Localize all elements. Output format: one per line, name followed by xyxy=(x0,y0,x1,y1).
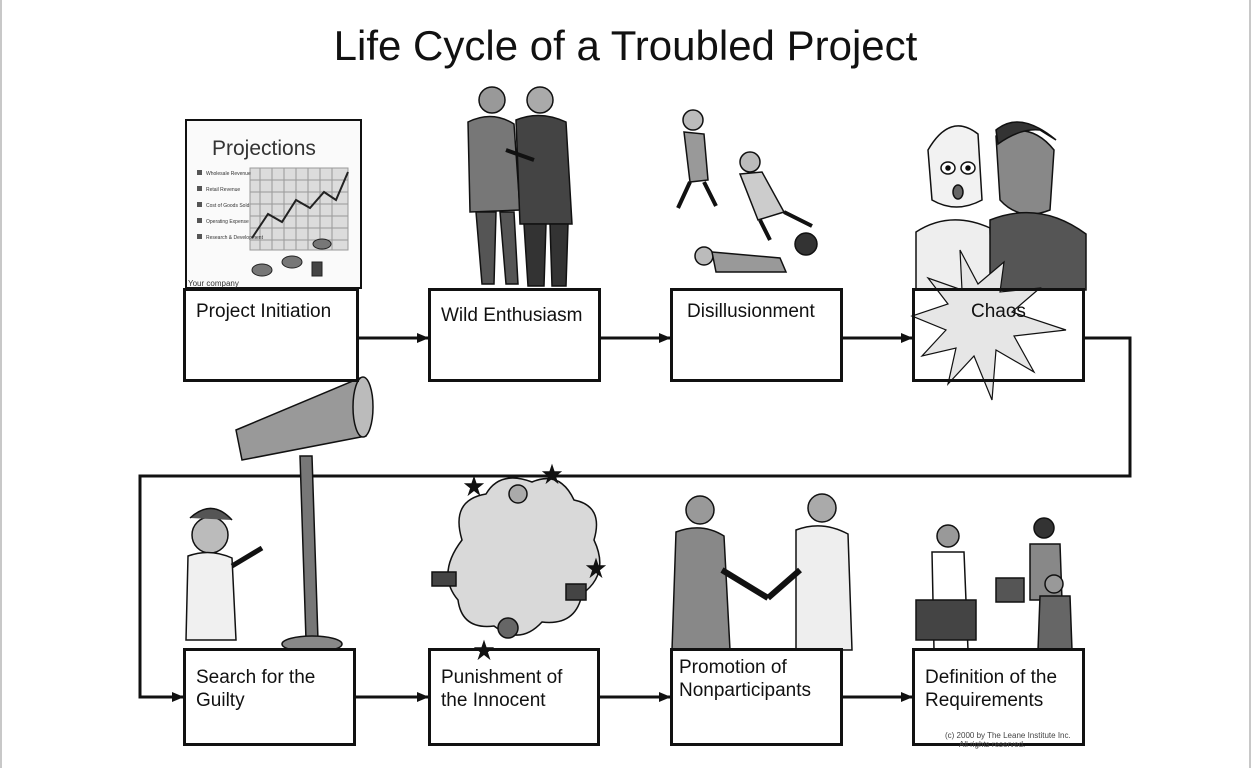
office-workers-icon xyxy=(915,517,1073,651)
stage-wild-enthusiasm: Wild Enthusiasm xyxy=(428,288,601,382)
stage-punishment-of-the-innocent: Punishment of the Innocent xyxy=(428,648,600,746)
fight-cloud-icon xyxy=(431,463,607,661)
two-businessmen-walking-icon xyxy=(467,86,573,287)
projections-heading: Projections xyxy=(212,137,316,160)
megaphone-shouting-icon xyxy=(185,376,374,653)
copyright-line-2: All rights reserved. xyxy=(959,740,1026,749)
stage-label: Promotion of Nonparticipants xyxy=(679,657,812,701)
svg-text:Wholesale Revenue Retail: Wholesale Revenue Retail Revenue Cost of… xyxy=(206,171,264,241)
collapsed-people-icon xyxy=(676,109,818,273)
stage-definition-of-the-requirements: Definition of the Requirements (c) 2000 … xyxy=(912,648,1085,749)
copyright-line-1: (c) 2000 by The Leane Institute Inc. xyxy=(945,731,1071,740)
legend-4: Operating Expense xyxy=(206,219,249,225)
stage-label: Definition of the Requirements xyxy=(925,667,1058,711)
stage-chaos: Chaos xyxy=(912,288,1085,382)
legend-1: Wholesale Revenue xyxy=(206,171,251,177)
stage-search-for-the-guilty: Search for the Guilty xyxy=(183,648,356,746)
whispering-people-burst-icon xyxy=(910,121,1087,401)
handshake-icon xyxy=(671,493,853,651)
stage-promotion-of-nonparticipants: Promotion of Nonparticipants xyxy=(670,648,843,746)
arrow-4-5 xyxy=(138,336,1132,702)
stage-label: Search for the Guilty xyxy=(196,667,316,711)
stage-label: Disillusionment xyxy=(687,301,815,322)
stage-label: Chaos xyxy=(971,301,1026,322)
diagram-title: Life Cycle of a Troubled Project xyxy=(333,22,918,69)
stage-label: Project Initiation xyxy=(196,301,332,322)
legend-2: Retail Revenue xyxy=(206,187,240,193)
stage-project-initiation: Project Initiation xyxy=(183,288,359,382)
legend-5: Research & Development xyxy=(206,235,264,241)
stage-disillusionment: Disillusionment xyxy=(670,288,843,382)
stage-label: Wild Enthusiasm xyxy=(441,305,583,326)
projections-chart-icon: Projections Wholesale Revenue Retail Rev… xyxy=(185,119,362,289)
legend-3: Cost of Goods Sold xyxy=(206,203,250,209)
connectors xyxy=(138,333,1132,702)
stage-label: Punishment of the Innocent xyxy=(441,667,563,711)
projections-footer: Your company xyxy=(188,279,239,288)
